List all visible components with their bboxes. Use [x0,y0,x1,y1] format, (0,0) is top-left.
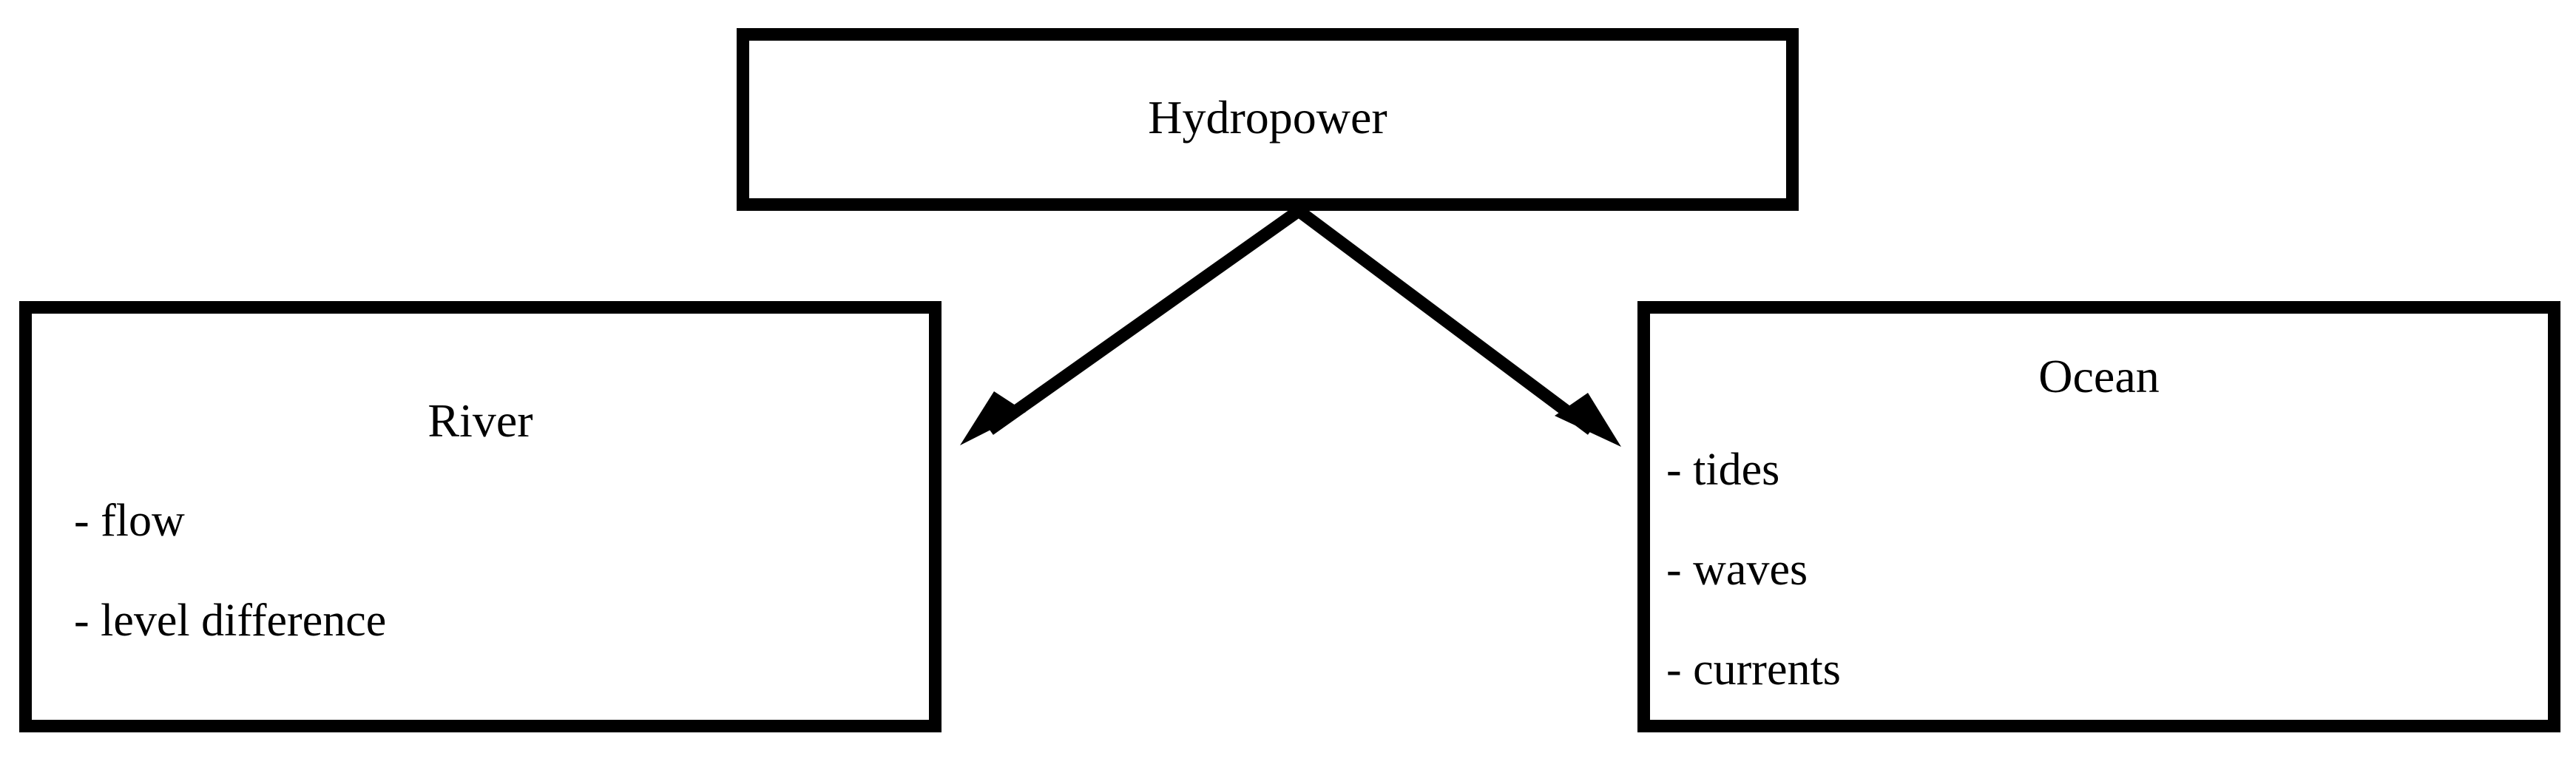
node-ocean-title: Ocean [2038,350,2160,402]
node-hydropower-title: Hydropower [1148,91,1387,144]
list-item: - tides [1666,445,1780,495]
node-hydropower[interactable]: Hydropower [737,28,1799,211]
node-river-title: River [427,394,533,447]
list-item: - level difference [74,596,387,646]
arrow-hydropower-river [960,206,1302,445]
arrow-hydropower-ocean [1294,206,1621,447]
node-ocean[interactable]: Ocean - tides - waves - currents [1637,301,2560,732]
node-river[interactable]: River - flow - level difference [19,301,942,732]
node-river-item-list: - flow - level difference [74,498,386,698]
list-item: - flow [74,496,185,546]
node-ocean-item-list: - tides - waves - currents [1666,447,1841,746]
list-item: - currents [1666,644,1841,695]
list-item: - waves [1666,544,1808,595]
